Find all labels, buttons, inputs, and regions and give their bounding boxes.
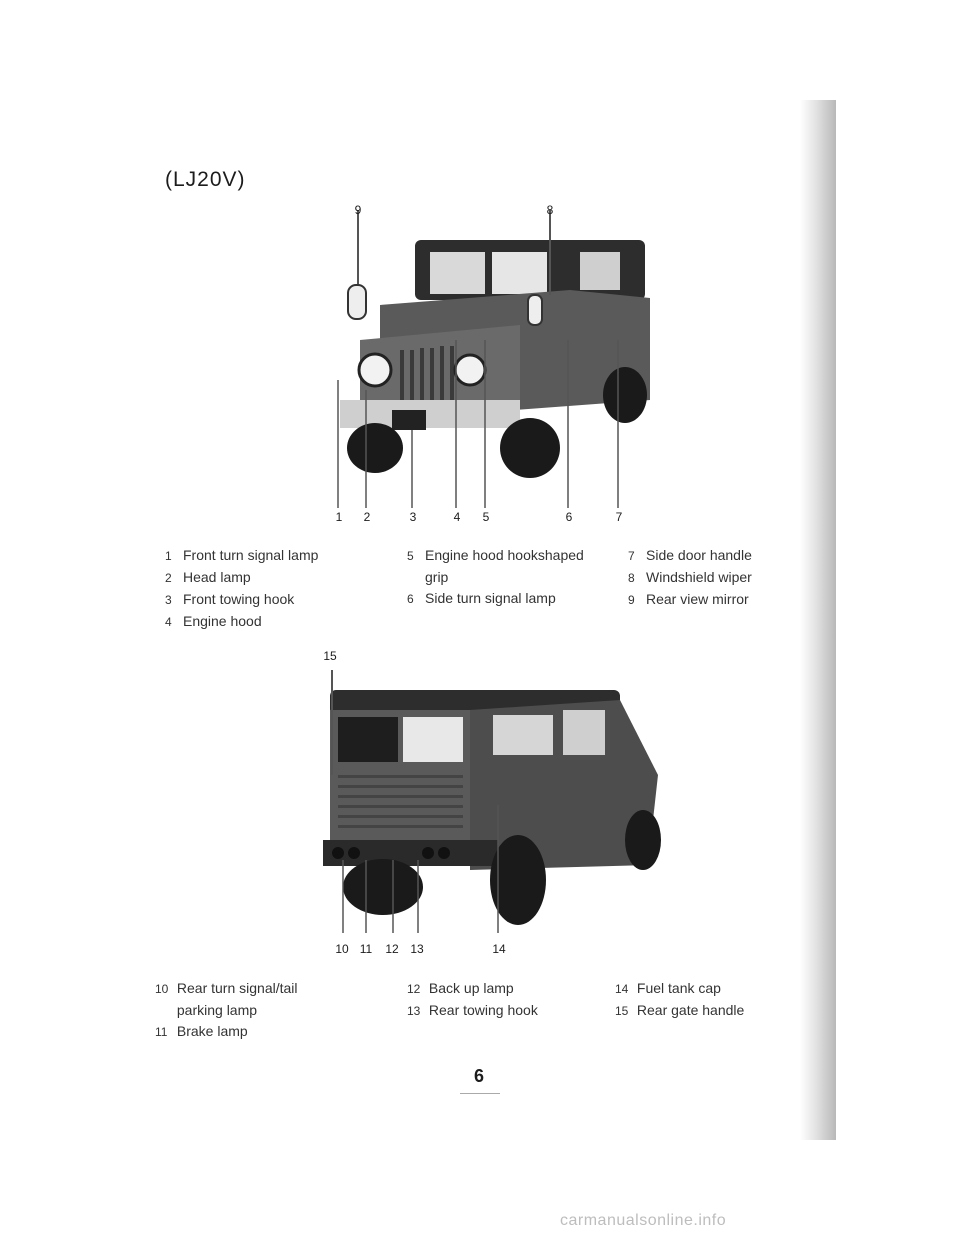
rear-legend-col2: 12 Back up lamp 13 Rear towing hook [407, 978, 538, 1022]
rear-callout-14: 14 [492, 942, 506, 956]
rear-legend-col1: 10 Rear turn signal/tail parking lamp 11… [155, 978, 298, 1043]
legend-item: 13 Rear towing hook [407, 1002, 538, 1018]
legend-item: 12 Back up lamp [407, 980, 514, 996]
front-callout-5: 5 [482, 510, 490, 524]
rear-callout-11: 11 [359, 942, 373, 956]
legend-item: 10 Rear turn signal/tail [155, 980, 298, 996]
front-vehicle-photo [337, 210, 650, 508]
front-callout-6: 6 [565, 510, 573, 524]
model-heading: (LJ20V) [165, 168, 246, 191]
page-number: 6 [474, 1066, 485, 1086]
front-callout-1: 1 [335, 510, 343, 524]
front-callout-3: 3 [409, 510, 417, 524]
rear-callout-12: 12 [385, 942, 399, 956]
rear-callout-13: 13 [410, 942, 424, 956]
front-callout-2: 2 [363, 510, 371, 524]
page-number-underline [460, 1093, 500, 1094]
front-callout-8: 8 [546, 203, 554, 217]
front-callout-9: 9 [354, 203, 362, 217]
legend-item: 15 Rear gate handle [615, 1002, 745, 1018]
legend-item: grip [425, 569, 449, 585]
rear-legend-col3: 14 Fuel tank cap 15 Rear gate handle [615, 978, 744, 1022]
front-callout-4: 4 [453, 510, 461, 524]
rear-vehicle-photo [323, 670, 661, 933]
legend-item: parking lamp [176, 1002, 258, 1018]
front-callout-7: 7 [615, 510, 623, 524]
scan-shadow-edge [800, 100, 836, 1140]
rear-callout-10: 10 [335, 942, 349, 956]
site-watermark: carmanualsonline.info [560, 1212, 727, 1229]
rear-callout-15: 15 [323, 649, 337, 663]
legend-item: 11 Brake lamp [155, 1023, 248, 1039]
legend-item: 14 Fuel tank cap [615, 980, 721, 996]
